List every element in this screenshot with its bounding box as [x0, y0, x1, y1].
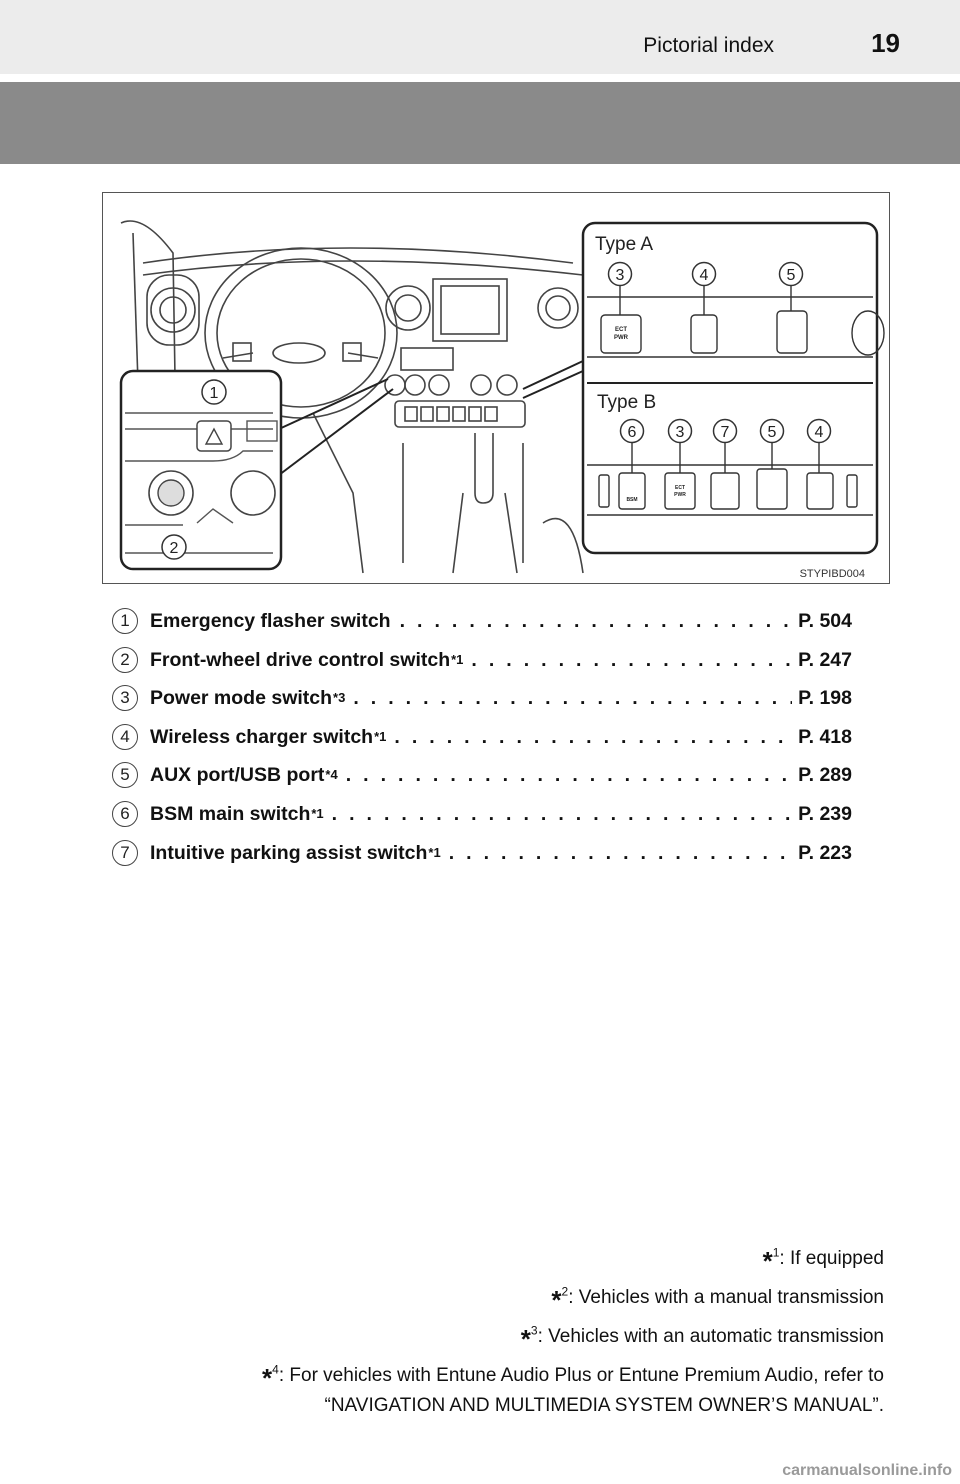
footnote-1: *1: If equipped	[762, 1245, 884, 1276]
watermark: carmanualsonline.info	[782, 1462, 952, 1479]
type-b-label: Type B	[597, 392, 656, 413]
item-label: Intuitive parking assist switch	[150, 841, 428, 864]
type-b-callout-3: 3	[676, 424, 685, 441]
item-label: AUX port/USB port	[150, 764, 325, 787]
footnotes: *1: If equipped *2: Vehicles with a manu…	[262, 1236, 884, 1421]
type-b-callout-5: 5	[768, 424, 777, 441]
leader-dots	[346, 764, 792, 787]
inset-main: 1 2	[119, 369, 283, 571]
index-item-emergency-flasher: 1 Emergency flasher switch P. 504	[112, 606, 852, 645]
index-item-aux-usb: 5 AUX port/USB port*4 P. 289	[112, 760, 852, 799]
item-label: BSM main switch	[150, 802, 311, 825]
section-title: Pictorial index	[643, 34, 774, 57]
index-item-wireless-charger: 4 Wireless charger switch*1 P. 418	[112, 722, 852, 761]
item-number-badge: 5	[112, 762, 138, 789]
pictorial-index-list: 1 Emergency flasher switch P. 504 2 Front…	[112, 606, 852, 876]
item-note: *4	[325, 767, 338, 783]
item-note: *1	[374, 728, 387, 744]
item-note: *1	[311, 805, 324, 821]
item-label: Wireless charger switch	[150, 725, 374, 748]
type-b-ect-text: ECT	[675, 485, 685, 491]
page-reference[interactable]: P. 239	[798, 802, 852, 825]
index-item-front-wheel-drive: 2 Front-wheel drive control switch*1 P. 2…	[112, 645, 852, 684]
item-number-badge: 2	[112, 646, 138, 673]
footnote-4: *4: For vehicles with Entune Audio Plus …	[262, 1353, 884, 1421]
footnote-4-continued: “NAVIGATION AND MULTIMEDIA SYSTEM OWNER’…	[324, 1395, 885, 1416]
item-note: *1	[428, 844, 441, 860]
type-a-callout-5: 5	[787, 267, 796, 284]
type-a-callout-3: 3	[616, 267, 625, 284]
dashboard-drawing	[120, 220, 584, 574]
item-note: *3	[333, 690, 346, 706]
leader-dots	[400, 610, 793, 633]
leader-dots	[394, 726, 792, 749]
type-b-callout-6: 6	[628, 424, 637, 441]
leader-dots	[332, 803, 792, 826]
item-number-badge: 1	[112, 608, 138, 634]
page-reference[interactable]: P. 223	[798, 841, 852, 864]
figure-code: STYPIBD004	[800, 568, 865, 580]
leader-dots	[471, 649, 792, 672]
type-b-callout-4: 4	[815, 424, 824, 441]
page-reference[interactable]: P. 504	[798, 610, 852, 632]
type-a-callout-4: 4	[700, 267, 709, 284]
type-b-bsm-text: BSM	[626, 497, 637, 503]
dashboard-illustration: 1 2 Type A 3 4 5	[102, 192, 890, 584]
item-note: *1	[451, 651, 464, 667]
type-a-ect-text: ECT	[615, 327, 627, 333]
leader-dots	[353, 687, 792, 710]
type-b-pwr-text: PWR	[674, 492, 686, 498]
header-bar: Pictorial index 19	[0, 0, 960, 74]
footnote-2: *2: Vehicles with a manual transmission	[551, 1284, 884, 1315]
page-reference[interactable]: P. 198	[798, 687, 852, 710]
leader-dots	[449, 842, 792, 865]
item-number-badge: 7	[112, 839, 138, 866]
item-number-badge: 6	[112, 800, 138, 827]
index-item-power-mode: 3 Power mode switch*3 P. 198	[112, 683, 852, 722]
footnote-3: *3: Vehicles with an automatic transmiss…	[520, 1323, 884, 1354]
item-label: Power mode switch	[150, 687, 333, 710]
callout-1: 1	[210, 385, 219, 402]
page-reference[interactable]: P. 289	[798, 764, 852, 787]
header-band	[0, 82, 960, 164]
item-label: Emergency flasher switch	[150, 610, 391, 632]
index-item-parking-assist: 7 Intuitive parking assist switch*1 P. 22…	[112, 838, 852, 877]
callout-2: 2	[170, 540, 179, 557]
type-b-callout-7: 7	[721, 424, 730, 441]
item-number-badge: 4	[112, 723, 138, 750]
type-a-label: Type A	[595, 234, 653, 255]
page-reference[interactable]: P. 247	[798, 648, 852, 671]
inset-switch-types: Type A 3 4 5 ECT PWR	[581, 221, 885, 555]
index-item-bsm: 6 BSM main switch*1 P. 239	[112, 799, 852, 838]
page-reference[interactable]: P. 418	[798, 725, 852, 748]
page-number: 19	[871, 28, 900, 58]
item-number-badge: 3	[112, 685, 138, 712]
type-a-pwr-text: PWR	[614, 335, 629, 341]
item-label: Front-wheel drive control switch	[150, 648, 451, 671]
